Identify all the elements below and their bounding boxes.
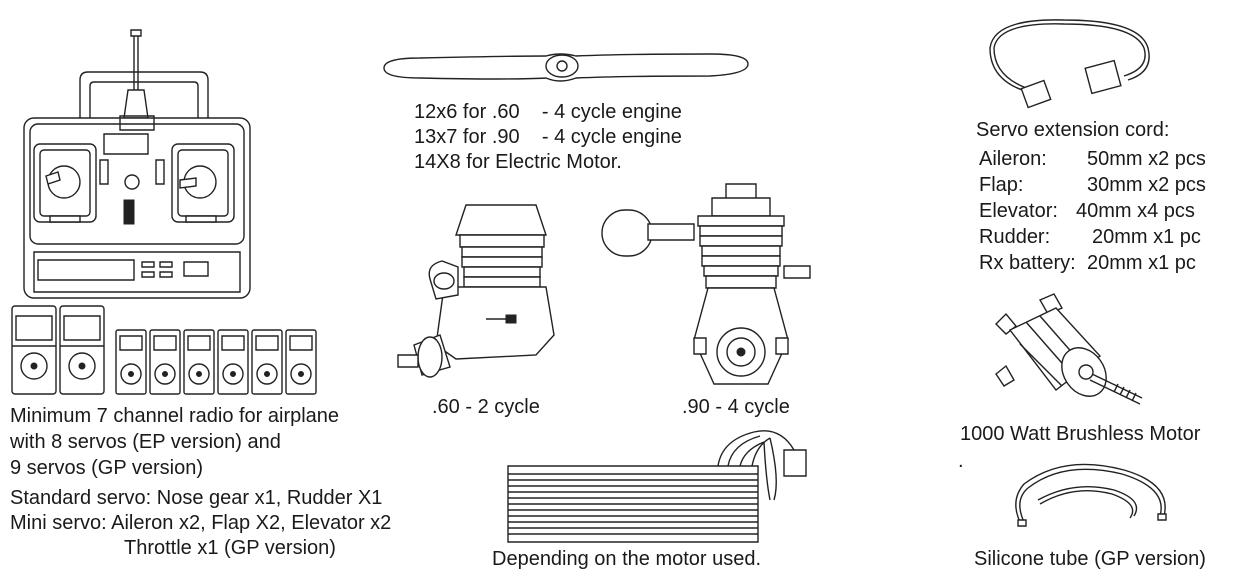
radio-caption-line-2: with 8 servos (EP version) and bbox=[10, 431, 281, 453]
throttle-servo-line: Throttle x1 (GP version) bbox=[124, 537, 336, 559]
extension-row-value: 20mm x1 pc bbox=[1092, 226, 1201, 248]
propeller-line-3: 14X8 for Electric Motor. bbox=[414, 151, 622, 173]
extension-row-name: Elevator: bbox=[979, 200, 1058, 222]
four-cycle-label: .90 - 4 cycle bbox=[682, 396, 790, 418]
motor-caption: 1000 Watt Brushless Motor bbox=[960, 423, 1201, 445]
extension-row-rx-battery: Rx battery: 20mm x1 pc bbox=[979, 250, 1196, 276]
radio-caption-line-3: 9 servos (GP version) bbox=[10, 457, 204, 479]
extension-title: Servo extension cord: bbox=[976, 119, 1170, 141]
motor-note: . bbox=[958, 450, 964, 472]
battery-pack-illustration bbox=[504, 420, 834, 546]
battery-caption: Depending on the motor used. bbox=[492, 548, 762, 570]
extension-row-flap: Flap: 30mm x2 pcs bbox=[979, 172, 1206, 198]
standard-servo-line: Standard servo: Nose gear x1, Rudder X1 bbox=[10, 487, 383, 509]
silicone-tube-illustration bbox=[1004, 460, 1174, 532]
radio-caption-line-1: Minimum 7 channel radio for airplane bbox=[10, 405, 340, 427]
servo-extension-cord-illustration bbox=[984, 18, 1170, 108]
mini-servo-line: Mini servo: Aileron x2, Flap X2, Elevato… bbox=[10, 512, 392, 534]
extension-row-name: Flap: bbox=[979, 174, 1024, 196]
two-cycle-label: .60 - 2 cycle bbox=[432, 396, 540, 418]
extension-row-value: 30mm x2 pcs bbox=[1087, 174, 1206, 196]
brushless-motor-illustration bbox=[992, 290, 1152, 414]
transmitter-illustration bbox=[20, 30, 260, 305]
propeller-line-2: 13x7 for .90 - 4 cycle engine bbox=[414, 126, 682, 148]
extension-row-name: Rudder: bbox=[979, 226, 1051, 248]
extension-row-rudder: Rudder: 20mm x1 pc bbox=[979, 224, 1201, 250]
extension-row-elevator: Elevator: 40mm x4 pcs bbox=[979, 198, 1195, 224]
propeller-line-1: 12x6 for .60 - 4 cycle engine bbox=[414, 101, 682, 123]
extension-row-name: Rx battery: bbox=[979, 252, 1076, 274]
extension-row-aileron: Aileron: 50mm x2 pcs bbox=[979, 146, 1206, 172]
two-cycle-engine-illustration bbox=[396, 195, 576, 385]
extension-row-value: 50mm x2 pcs bbox=[1087, 148, 1206, 170]
extension-row-value: 20mm x1 pc bbox=[1087, 252, 1196, 274]
four-cycle-engine-illustration bbox=[598, 180, 826, 390]
extension-row-name: Aileron: bbox=[979, 148, 1047, 170]
extension-row-value: 40mm x4 pcs bbox=[1076, 200, 1195, 222]
propeller-illustration bbox=[380, 44, 752, 90]
servos-illustration bbox=[8, 302, 317, 395]
tube-caption: Silicone tube (GP version) bbox=[974, 548, 1206, 570]
